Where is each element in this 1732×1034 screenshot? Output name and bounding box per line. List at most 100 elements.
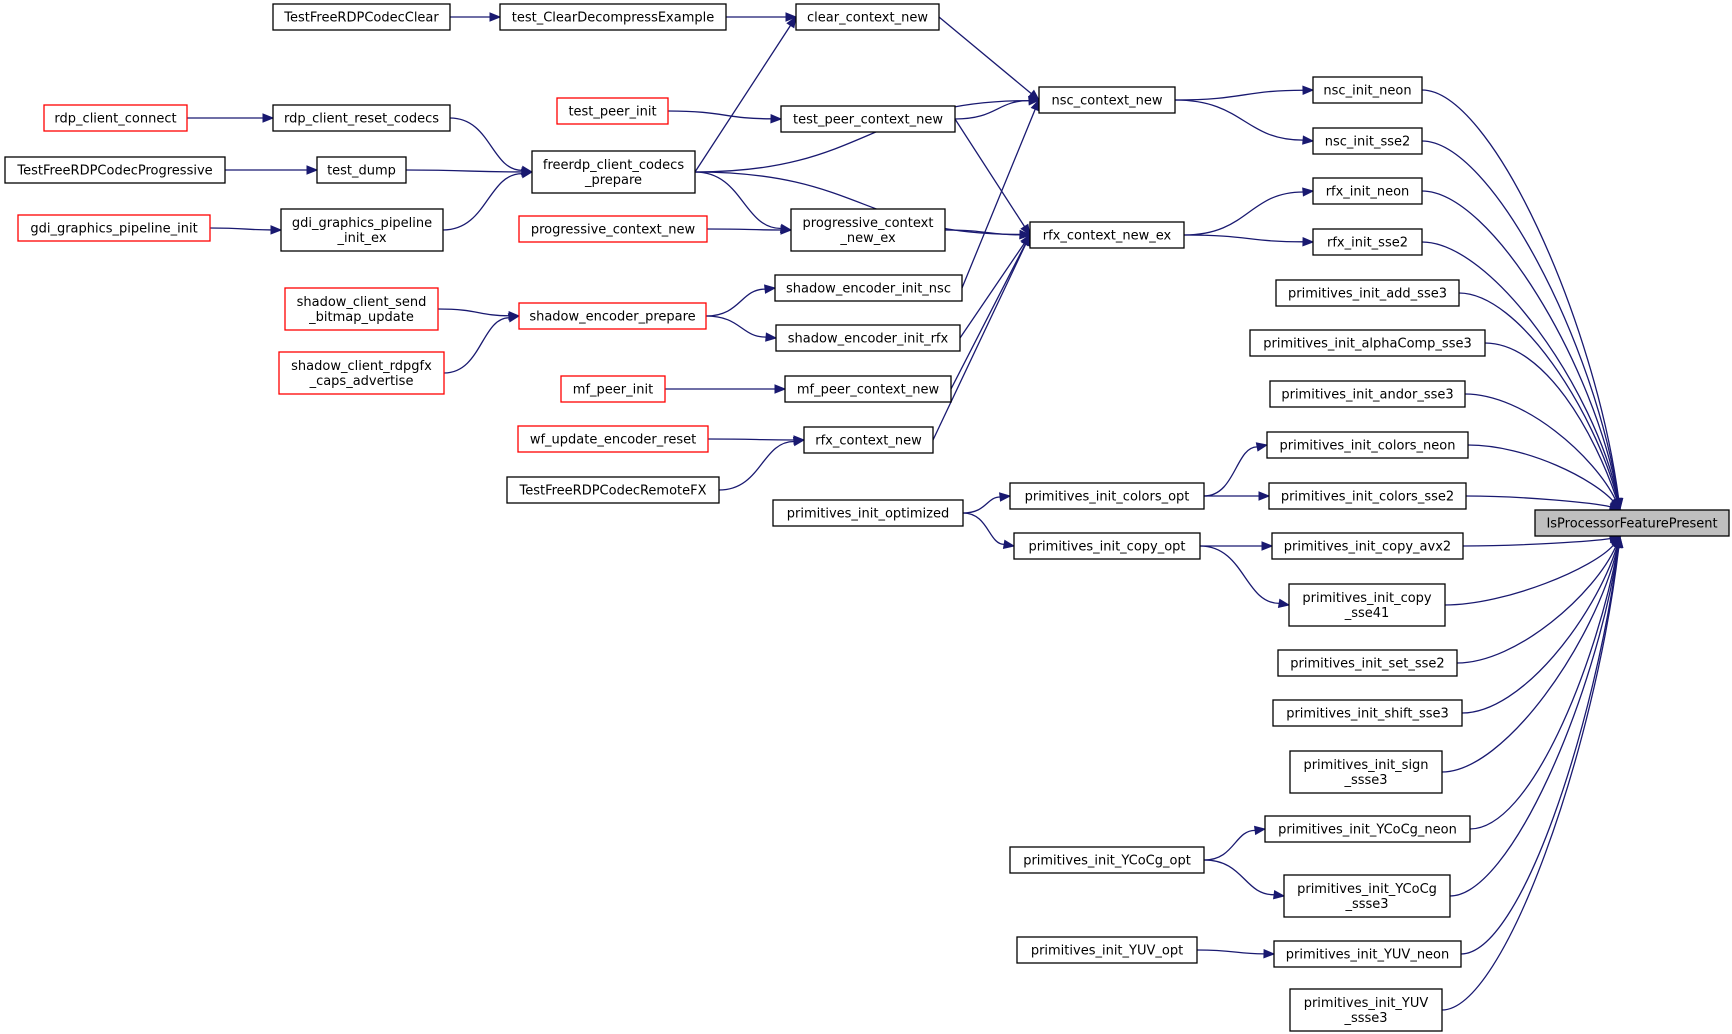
node-box	[1013, 532, 1201, 560]
node-box	[803, 426, 934, 454]
node-nsc-context-new[interactable]: nsc_context_new	[1038, 86, 1176, 114]
edge-wf-update-encoder-reset-to-rfx-context-new	[707, 435, 806, 445]
edge-line	[449, 117, 523, 172]
node-primitives-init-shift-sse3[interactable]: primitives_init_shift_sse3	[1272, 699, 1463, 727]
edge-primitives-init-alpha-comp-sse3-to-is-processor-feature-present	[1484, 342, 1622, 511]
edge-progressive-context-new-ex-to-rfx-context-new-ex	[944, 229, 1032, 240]
node-test-dump[interactable]: test_dump	[316, 156, 407, 184]
node-label: primitives_init_colors_sse2	[1281, 490, 1454, 505]
node-shadow-encoder-prepare[interactable]: shadow_encoder_prepare	[518, 302, 707, 330]
edge-arrowhead	[1002, 539, 1016, 549]
node-test-peer-init[interactable]: test_peer_init	[556, 97, 669, 125]
node-shadow-encoder-init-nsc[interactable]: shadow_encoder_init_nsc	[774, 274, 963, 302]
node-primitives-init-colors-neon[interactable]: primitives_init_colors_neon	[1266, 431, 1469, 459]
edge-line	[1465, 495, 1611, 508]
node-test-free-rdpcodec-progressive[interactable]: TestFreeRDPCodecProgressive	[4, 156, 226, 184]
edge-freerdp-client-codecs-prepare-to-nsc-context-new	[694, 95, 1041, 173]
node-primitives-init-yco-cg-ssse3[interactable]: primitives_init_YCoCg_ssse3	[1283, 874, 1451, 918]
node-shadow-client-rdpgfx-caps-advertise[interactable]: shadow_client_rdpgfx_caps_advertise	[278, 351, 445, 395]
node-mf-peer-context-new[interactable]: mf_peer_context_new	[784, 375, 952, 403]
node-rfx-init-sse2[interactable]: rfx_init_sse2	[1312, 228, 1423, 256]
node-shadow-encoder-init-rfx[interactable]: shadow_encoder_init_rfx	[775, 324, 961, 352]
node-label: TestFreeRDPCodecClear	[283, 11, 439, 26]
node-box	[790, 208, 946, 252]
node-nsc-init-neon[interactable]: nsc_init_neon	[1312, 76, 1423, 104]
node-mf-peer-init[interactable]: mf_peer_init	[560, 375, 666, 403]
node-rfx-context-new[interactable]: rfx_context_new	[803, 426, 934, 454]
node-label: mf_peer_context_new	[797, 383, 940, 398]
node-primitives-init-yco-cg-neon[interactable]: primitives_init_YCoCg_neon	[1264, 815, 1471, 843]
edge-line	[405, 169, 523, 173]
node-gdi-graphics-pipeline-init[interactable]: gdi_graphics_pipeline_init	[17, 214, 211, 242]
node-primitives-init-colors-opt[interactable]: primitives_init_colors_opt	[1009, 482, 1205, 510]
node-primitives-init-copy-sse41[interactable]: primitives_init_copy_sse41	[1288, 583, 1446, 627]
node-box	[518, 302, 707, 330]
node-primitives-init-optimized[interactable]: primitives_init_optimized	[772, 499, 964, 527]
edge-primitives-init-shift-sse3-to-is-processor-feature-present	[1461, 535, 1622, 714]
node-test-free-rdpcodec-clear[interactable]: TestFreeRDPCodecClear	[272, 3, 451, 31]
node-progressive-context-new[interactable]: progressive_context_new	[518, 215, 708, 243]
node-box	[316, 156, 407, 184]
node-freerdp-client-codecs-prepare[interactable]: freerdp_client_codecs_prepare	[531, 150, 696, 194]
edge-line	[950, 243, 1027, 390]
edge-shadow-encoder-init-rfx-to-rfx-context-new-ex	[959, 233, 1031, 339]
node-box	[1271, 532, 1464, 560]
edge-primitives-init-sign-ssse3-to-is-processor-feature-present	[1441, 535, 1623, 773]
node-nsc-init-sse2[interactable]: nsc_init_sse2	[1312, 127, 1423, 155]
node-progressive-context-new-ex[interactable]: progressive_context_new_ex	[790, 208, 946, 252]
node-clear-context-new[interactable]: clear_context_new	[795, 3, 940, 31]
node-rdp-client-reset-codecs[interactable]: rdp_client_reset_codecs	[272, 104, 451, 132]
node-rdp-client-connect[interactable]: rdp_client_connect	[43, 104, 188, 132]
node-label: primitives_init_YUV_neon	[1286, 948, 1450, 963]
node-primitives-init-copy-avx2[interactable]: primitives_init_copy_avx2	[1271, 532, 1464, 560]
edge-nsc-context-new-to-nsc-init-neon	[1174, 85, 1315, 101]
node-primitives-init-yuv-opt[interactable]: primitives_init_YUV_opt	[1016, 936, 1198, 964]
edge-line	[1458, 292, 1619, 500]
edge-line	[1444, 544, 1615, 606]
node-box	[531, 150, 696, 194]
node-shadow-client-send-bitmap-update[interactable]: shadow_client_send_bitmap_update	[284, 287, 439, 331]
node-gdi-graphics-pipeline-init-ex[interactable]: gdi_graphics_pipeline_init_ex	[280, 208, 444, 252]
node-label: TestFreeRDPCodecRemoteFX	[518, 484, 706, 499]
edge-line	[1203, 829, 1256, 861]
node-primitives-init-alpha-comp-sse3[interactable]: primitives_init_alphaComp_sse3	[1249, 329, 1486, 357]
node-primitives-init-sign-ssse3[interactable]: primitives_init_sign_ssse3	[1289, 750, 1443, 794]
node-test-peer-context-new[interactable]: test_peer_context_new	[780, 105, 956, 133]
node-primitives-init-set-sse2[interactable]: primitives_init_set_sse2	[1277, 649, 1458, 677]
edge-line	[1421, 140, 1620, 500]
node-primitives-init-add-sse3[interactable]: primitives_init_add_sse3	[1275, 279, 1460, 307]
node-primitives-init-copy-opt[interactable]: primitives_init_copy_opt	[1013, 532, 1201, 560]
node-primitives-init-yuv-ssse3[interactable]: primitives_init_YUV_ssse3	[1289, 988, 1443, 1032]
node-label: _ssse3	[1343, 773, 1387, 788]
edges-layer	[187, 12, 1624, 1011]
node-test-clear-decompress-example[interactable]: test_ClearDecompressExample	[499, 3, 727, 31]
node-box	[278, 351, 445, 395]
node-is-processor-feature-present[interactable]: IsProcessorFeaturePresent	[1534, 509, 1730, 537]
edge-primitives-init-optimized-to-primitives-init-colors-opt	[962, 492, 1012, 514]
node-test-free-rdpcodec-remote-fx[interactable]: TestFreeRDPCodecRemoteFX	[506, 476, 720, 504]
node-primitives-init-yuv-neon[interactable]: primitives_init_YUV_neon	[1273, 940, 1462, 968]
node-box	[43, 104, 188, 132]
node-box	[1264, 815, 1471, 843]
node-label: primitives_init_YUV_opt	[1031, 944, 1183, 959]
node-primitives-init-andor-sse3[interactable]: primitives_init_andor_sse3	[1269, 380, 1466, 408]
edge-line	[962, 512, 1005, 546]
node-box	[517, 425, 709, 453]
node-rfx-init-neon[interactable]: rfx_init_neon	[1312, 177, 1423, 205]
node-label: primitives_init_YUV	[1304, 996, 1429, 1011]
node-box	[784, 375, 952, 403]
node-box	[1312, 127, 1423, 155]
edge-primitives-init-yuv-opt-to-primitives-init-yuv-neon	[1196, 949, 1276, 959]
edge-primitives-init-andor-sse3-to-is-processor-feature-present	[1464, 393, 1621, 511]
node-primitives-init-colors-sse2[interactable]: primitives_init_colors_sse2	[1268, 482, 1467, 510]
node-box	[17, 214, 211, 242]
node-label: primitives_init_shift_sse3	[1286, 707, 1449, 722]
node-label: nsc_init_neon	[1323, 84, 1411, 99]
node-box	[560, 375, 666, 403]
node-wf-update-encoder-reset[interactable]: wf_update_encoder_reset	[517, 425, 709, 453]
edge-freerdp-client-codecs-prepare-to-progressive-context-new-ex	[694, 171, 793, 234]
node-primitives-init-yco-cg-opt[interactable]: primitives_init_YCoCg_opt	[1009, 846, 1205, 874]
node-rfx-context-new-ex[interactable]: rfx_context_new_ex	[1029, 221, 1185, 249]
edge-shadow-client-rdpgfx-caps-advertise-to-shadow-encoder-prepare	[443, 313, 521, 374]
edge-rdp-client-reset-codecs-to-freerdp-client-codecs-prepare	[449, 117, 534, 175]
